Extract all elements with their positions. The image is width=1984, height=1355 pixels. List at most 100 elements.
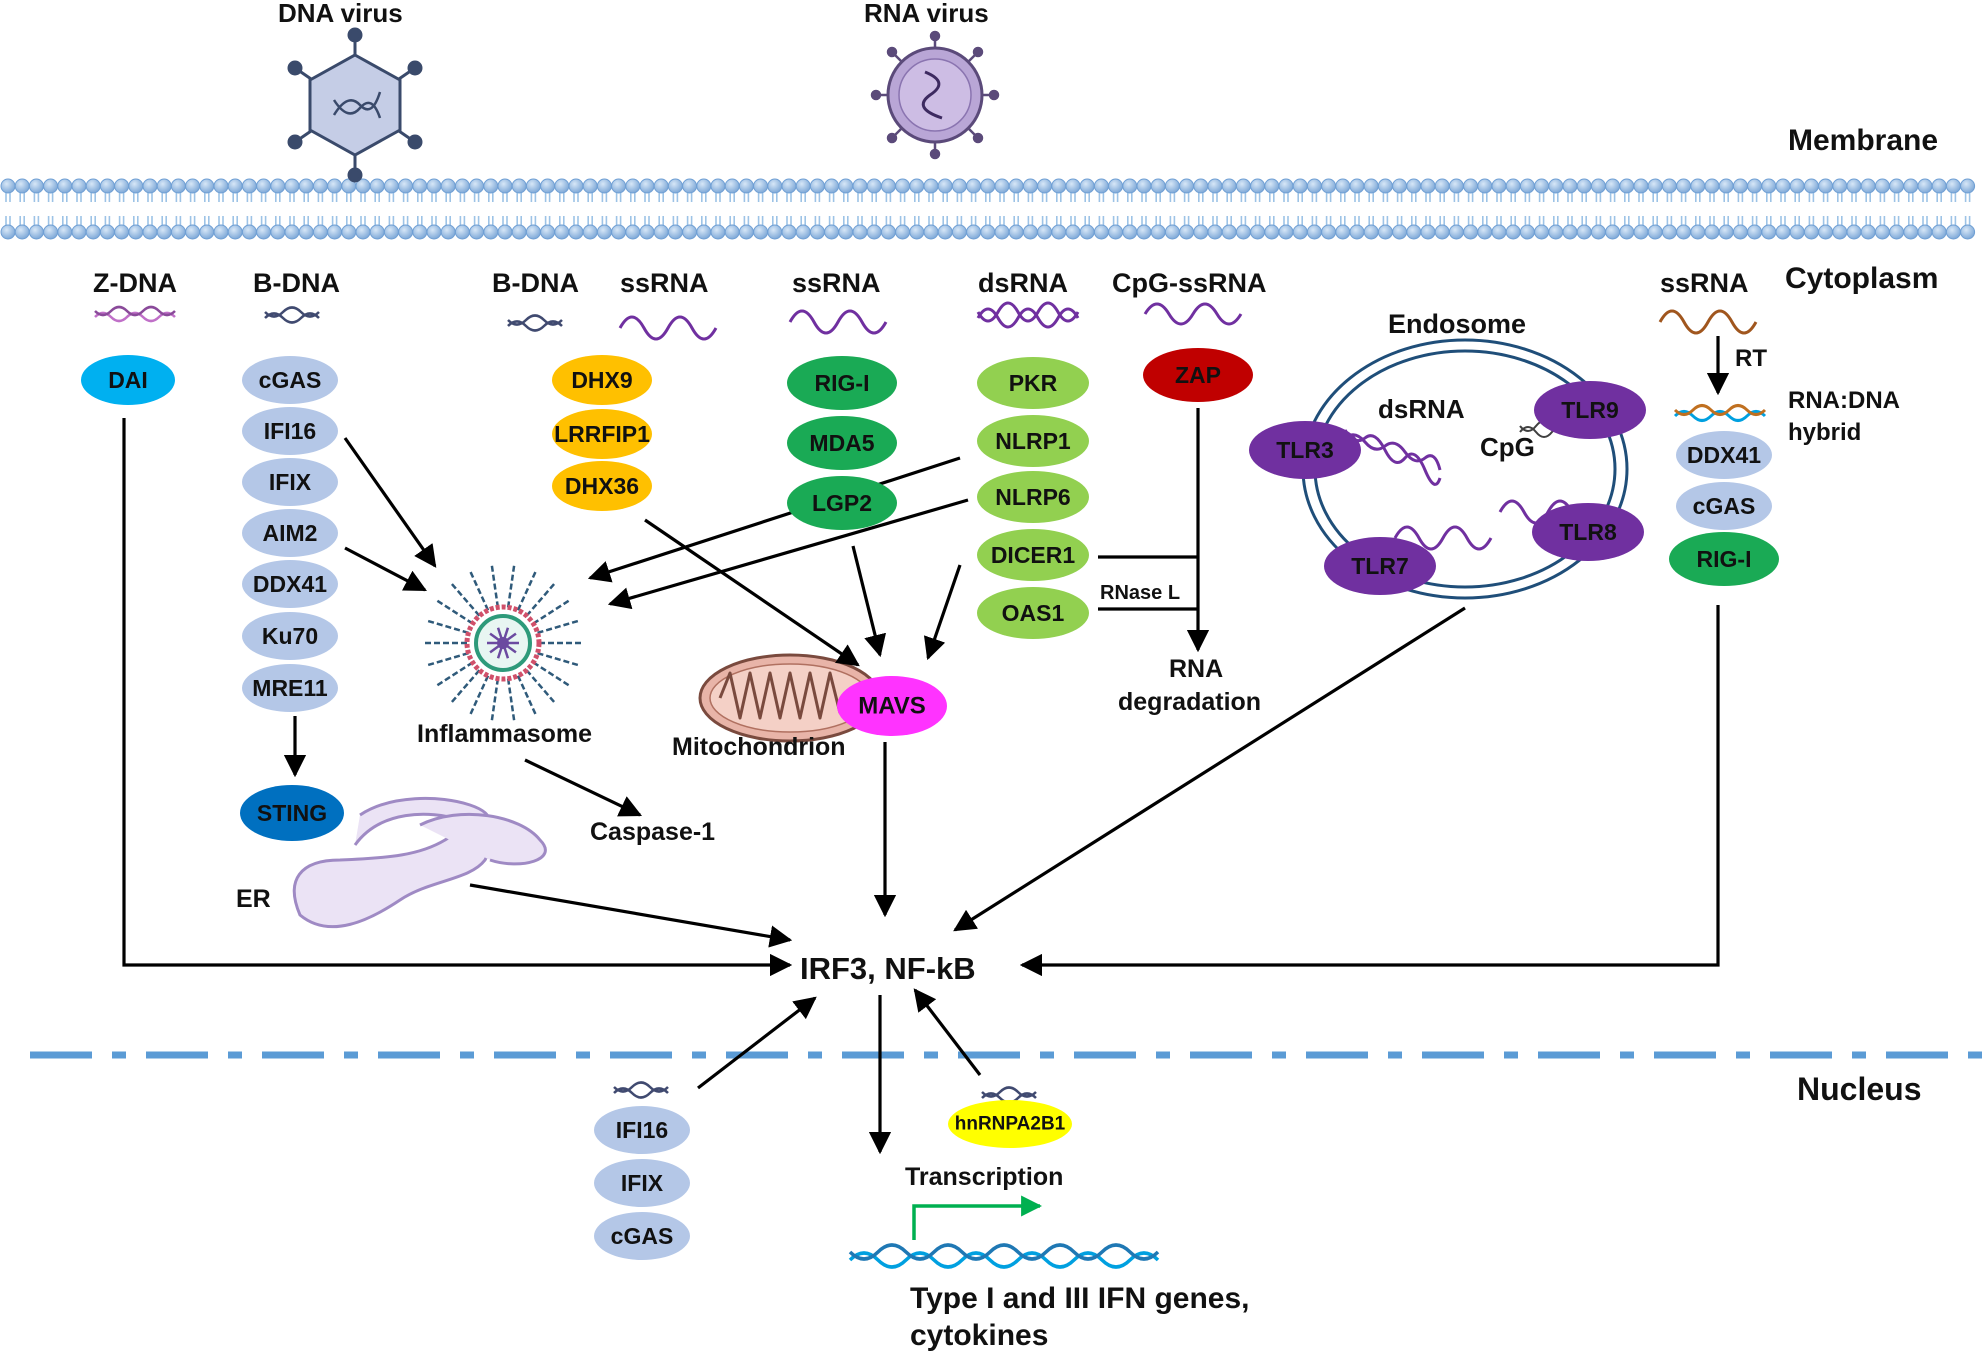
svg-text:STING: STING: [257, 800, 327, 826]
svg-text:DDX41: DDX41: [253, 571, 327, 597]
sensor-ddx41-right: DDX41: [1676, 431, 1772, 479]
ligand-ssrna: ssRNA: [620, 268, 709, 298]
svg-text:MAVS: MAVS: [858, 693, 926, 720]
sensor-cgas-nucleus: cGAS: [594, 1212, 690, 1260]
sensor-zap: ZAP: [1143, 348, 1253, 402]
mitochondrion-icon: [698, 653, 882, 743]
sensor-ku70: Ku70: [242, 612, 338, 660]
label-rnase-l: RNase L: [1100, 582, 1180, 604]
svg-text:IFIX: IFIX: [269, 469, 312, 495]
sensor-hnrnpa2b1: hnRNPA2B1: [948, 1100, 1072, 1148]
ligand-ssrna: ssRNA: [1660, 268, 1749, 298]
label-caspase-1: Caspase-1: [590, 818, 715, 846]
label-cytoplasm: Cytoplasm: [1785, 262, 1938, 295]
sensor-lgp2: LGP2: [787, 476, 897, 530]
label-rt: RT: [1735, 345, 1767, 372]
svg-text:DHX9: DHX9: [571, 367, 632, 393]
svg-text:RIG-I: RIG-I: [815, 370, 870, 396]
sensor-ifi16-nucleus: IFI16: [594, 1106, 690, 1154]
label-irf3-nfkb: IRF3, NF-kB: [800, 951, 976, 986]
svg-text:LRRFIP1: LRRFIP1: [554, 421, 650, 447]
label-rna-degradation: degradation: [1118, 688, 1261, 716]
svg-text:DHX36: DHX36: [565, 473, 639, 499]
sensor-dicer1: DICER1: [977, 529, 1089, 581]
sensor-cgas: cGAS: [242, 356, 338, 404]
sensor-tlr8: TLR8: [1532, 503, 1644, 561]
svg-text:RIG-I: RIG-I: [1697, 546, 1752, 572]
svg-text:TLR7: TLR7: [1351, 553, 1409, 579]
label-inflammasome: Inflammasome: [417, 720, 592, 748]
svg-text:cGAS: cGAS: [611, 1223, 674, 1249]
sensor-cgas-right: cGAS: [1676, 482, 1772, 530]
sensor-aim2: AIM2: [242, 509, 338, 557]
sensor-dhx36: DHX36: [552, 461, 652, 511]
svg-text:DAI: DAI: [108, 367, 148, 393]
sensor-tlr7: TLR7: [1324, 537, 1436, 595]
svg-text:OAS1: OAS1: [1002, 600, 1065, 626]
svg-text:DDX41: DDX41: [1687, 442, 1761, 468]
svg-text:AIM2: AIM2: [263, 520, 318, 546]
label-er: ER: [236, 885, 271, 913]
label-rna-dna-hybrid: RNA:DNA: [1788, 387, 1900, 414]
sensor-tlr3: TLR3: [1249, 421, 1361, 479]
sensor-tlr9: TLR9: [1534, 381, 1646, 439]
sensor-rig-i: RIG-I: [787, 356, 897, 410]
svg-text:TLR9: TLR9: [1561, 397, 1619, 423]
label-membrane: Membrane: [1788, 124, 1938, 157]
sensor-sting: STING: [240, 785, 344, 841]
sensor-dai: DAI: [81, 355, 175, 405]
label-rna-degradation: RNA: [1169, 655, 1223, 683]
label-transcription: Transcription: [905, 1163, 1063, 1191]
svg-text:IFI16: IFI16: [264, 418, 316, 444]
label-endosome: Endosome: [1388, 309, 1526, 339]
svg-text:MDA5: MDA5: [809, 430, 874, 456]
ligand-ssrna: ssRNA: [792, 268, 881, 298]
sensor-mre11: MRE11: [242, 664, 338, 712]
sensor-pkr: PKR: [977, 357, 1089, 409]
svg-text:DICER1: DICER1: [991, 542, 1076, 568]
svg-text:hnRNPA2B1: hnRNPA2B1: [955, 1114, 1066, 1135]
arrows: [122, 336, 1730, 1155]
sensor-nlrp6: NLRP6: [977, 471, 1089, 523]
ligand-z-dna: Z-DNA: [93, 268, 177, 298]
svg-text:cGAS: cGAS: [1693, 493, 1756, 519]
svg-text:PKR: PKR: [1009, 370, 1058, 396]
svg-text:NLRP6: NLRP6: [995, 484, 1070, 510]
label-mitochondrion: Mitochondrion: [672, 733, 846, 761]
svg-text:ZAP: ZAP: [1175, 362, 1221, 388]
dna-virus-icon: [287, 27, 423, 183]
svg-text:Ku70: Ku70: [262, 623, 318, 649]
nucleic-acid-glyphs: [94, 301, 1767, 1104]
membrane-bilayer: [0, 178, 1976, 240]
label-endosome-dsrna: dsRNA: [1378, 394, 1465, 424]
sensor-nlrp1: NLRP1: [977, 415, 1089, 467]
sensor-oas1: OAS1: [977, 587, 1089, 639]
sensor-mavs: MAVS: [837, 676, 947, 736]
svg-text:IFI16: IFI16: [616, 1117, 668, 1143]
svg-text:MRE11: MRE11: [252, 675, 328, 701]
svg-text:NLRP1: NLRP1: [995, 428, 1071, 454]
sensor-ddx41: DDX41: [242, 560, 338, 608]
ligand-cpg-ssrna: CpG-ssRNA: [1112, 268, 1267, 298]
gene-dna-helix: [848, 1243, 1160, 1269]
svg-text:IFIX: IFIX: [621, 1170, 664, 1196]
rna-virus-icon: [870, 30, 1000, 160]
label-endosome-cpg: CpG: [1480, 432, 1535, 462]
inflammasome-icon: [425, 565, 581, 721]
er-icon: [292, 797, 547, 929]
label-ifn-genes: cytokines: [910, 1319, 1048, 1352]
ligand-dsrna: dsRNA: [978, 268, 1068, 298]
svg-text:TLR3: TLR3: [1276, 437, 1334, 463]
label-nucleus: Nucleus: [1797, 1071, 1921, 1107]
ligand-b-dna: B-DNA: [253, 268, 340, 298]
sensor-dhx9: DHX9: [552, 355, 652, 405]
svg-text:LGP2: LGP2: [812, 490, 872, 516]
sensor-rig-i-right: RIG-I: [1669, 532, 1779, 586]
svg-text:cGAS: cGAS: [259, 367, 322, 393]
transcription-start-arrow: [912, 1195, 1043, 1240]
label-rna-virus: RNA virus: [864, 0, 989, 28]
sensor-ifi16: IFI16: [242, 407, 338, 455]
sensor-ifix-nucleus: IFIX: [594, 1159, 690, 1207]
